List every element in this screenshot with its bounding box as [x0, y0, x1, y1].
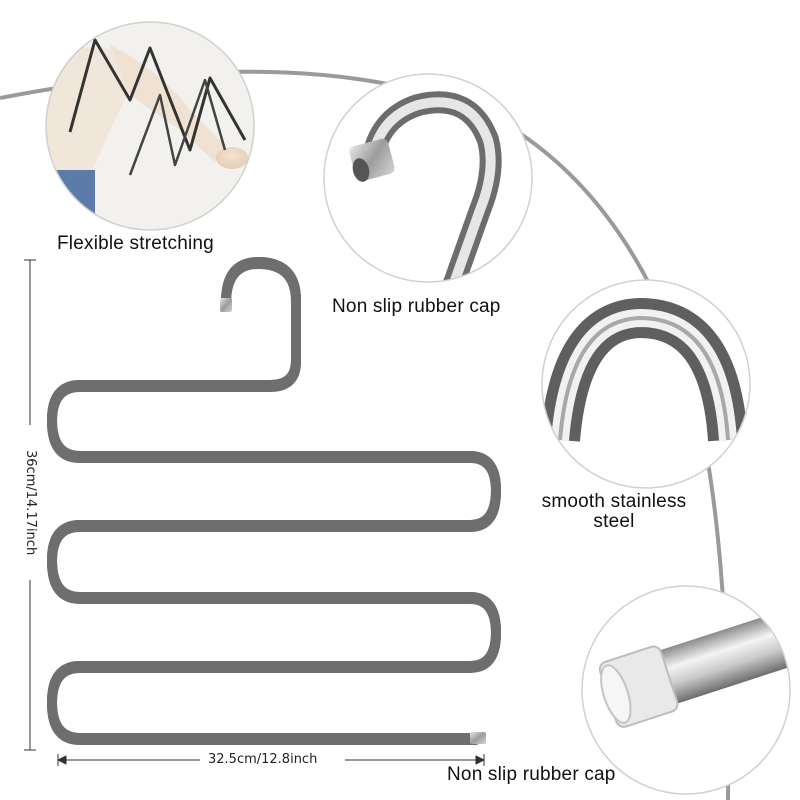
hanger-bottom-cap: [470, 732, 486, 744]
width-dimension-line: [56, 754, 486, 766]
hanger-main: [47, 257, 501, 740]
decorative-arc: [0, 69, 731, 800]
callout-smooth-stainless-steel: smooth stainless steel: [528, 492, 700, 532]
callout-flexible-stretching: Flexible stretching: [57, 233, 214, 254]
flexible-stretching-photo: [46, 22, 254, 230]
callout-non-slip-cap-top: Non slip rubber cap: [332, 296, 501, 317]
callout-non-slip-cap-bottom: Non slip rubber cap: [447, 764, 616, 785]
callout-steel-line2: steel: [593, 511, 635, 532]
steel-closeup: [542, 280, 750, 488]
end-cap-closeup: [582, 586, 790, 794]
hook-closeup: [324, 74, 532, 282]
hanger-top-cap: [220, 298, 232, 312]
width-dimension-label: 32.5cm/12.8inch: [208, 752, 318, 767]
height-dimension-line: [24, 259, 36, 751]
height-dimension-label: 36cm/14.17inch: [23, 450, 38, 556]
callout-steel-line1: smooth stainless: [541, 491, 687, 512]
